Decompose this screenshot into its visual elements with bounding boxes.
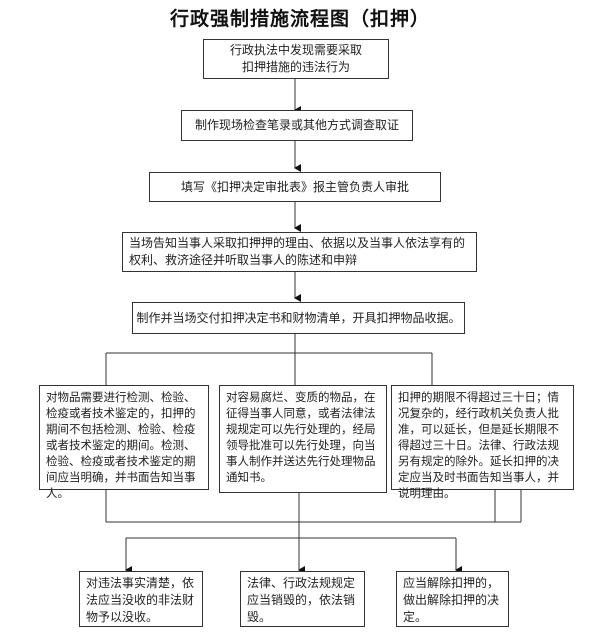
step-deliver-decision: 制作并当场交付扣押决定书和财物清单，开具扣押物品收据。 [132, 302, 465, 334]
outcome-release-seizure: 应当解除扣押的，做出解除扣押的决定。 [396, 571, 509, 627]
outcome-text: 对违法事实清楚，依法应当没收的非法财物予以没收。 [86, 576, 195, 624]
step-line: 扣押措施的违法行为 [241, 60, 350, 74]
step-approval-form: 填写《扣押决定审批表》报主管负责人审批 [149, 172, 441, 202]
step-discover-violation: 行政执法中发现需要采取 扣押措施的违法行为 [203, 39, 389, 79]
branch-text: 扣押的期限不得超过三十日；情况复杂的，经行政机关负责人批准，可以延长，但是延长期… [398, 390, 559, 500]
step-line: 制作并当场交付扣押决定书和财物清单，开具扣押物品收据。 [136, 310, 461, 325]
branch-seizure-time-limit: 扣押的期限不得超过三十日；情况复杂的，经行政机关负责人批准，可以延长，但是延长期… [391, 385, 574, 500]
outcome-destroy: 法律、行政法规规定应当销毁的，依法销毁。 [240, 571, 365, 627]
branch-inspection-period: 对物品需要进行检测、检验、检疫或者技术鉴定的，扣押的期间不包括检测、检验、检疫或… [39, 385, 209, 500]
outcome-confiscate: 对违法事实清楚，依法应当没收的非法财物予以没收。 [79, 571, 203, 627]
outcome-text: 法律、行政法规规定应当销毁的，依法销毁。 [247, 576, 356, 624]
step-line: 当场告知当事人采取扣押押的理由、依据以及当事人依法享有的 [129, 236, 466, 250]
branch-perishable-goods: 对容易腐烂、变质的物品，在征得当事人同意，或者法律法规规定可以先行处理的，经局领… [219, 385, 387, 493]
diagram-title: 行政强制措施流程图（扣押） [169, 8, 430, 30]
branch-text: 对容易腐烂、变质的物品，在征得当事人同意，或者法律法规规定可以先行处理的，经局领… [226, 390, 376, 484]
step-investigate: 制作现场检查笔录或其他方式调查取证 [181, 110, 413, 141]
step-line: 制作现场检查笔录或其他方式调查取证 [194, 118, 399, 132]
step-line: 行政执法中发现需要采取 [229, 43, 362, 57]
step-line: 权利、救济途径并听取当事人的陈述和申辩 [129, 253, 358, 267]
step-line: 填写《扣押决定审批表》报主管负责人审批 [180, 179, 409, 194]
branch-text: 对物品需要进行检测、检验、检疫或者技术鉴定的，扣押的期间不包括检测、检验、检疫或… [46, 390, 196, 500]
step-notify-party: 当场告知当事人采取扣押押的理由、依据以及当事人依法享有的 权利、救济途径并听取当… [122, 232, 477, 272]
outcome-text: 应当解除扣押的，做出解除扣押的决定。 [403, 576, 500, 624]
